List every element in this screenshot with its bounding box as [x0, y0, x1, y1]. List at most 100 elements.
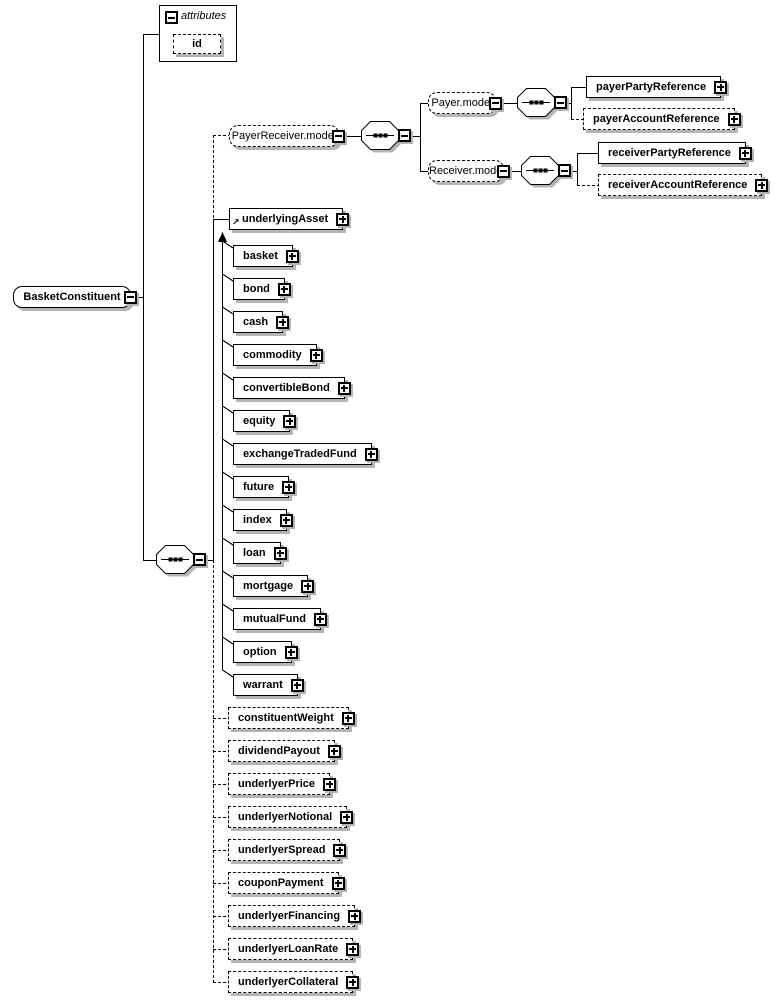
- expand-icon[interactable]: [727, 112, 741, 126]
- attributes-label: attributes: [181, 10, 227, 22]
- element-basket-constituent[interactable]: BasketConstituent: [13, 286, 137, 308]
- expand-icon[interactable]: [346, 942, 360, 956]
- element-underlyingAsset[interactable]: ↗ underlyingAsset: [229, 208, 350, 230]
- element-underlyerPrice[interactable]: underlyerPrice: [228, 773, 337, 795]
- group-label: Receiver.model: [429, 165, 505, 177]
- sequence-icon: [521, 156, 562, 188]
- expand-icon[interactable]: [336, 212, 350, 226]
- element-label: dividendPayout: [238, 745, 320, 757]
- expand-icon[interactable]: [337, 381, 351, 395]
- sequence-indicator: [361, 121, 417, 157]
- element-dividendPayout[interactable]: dividendPayout: [228, 740, 341, 762]
- collapse-icon[interactable]: [497, 164, 510, 178]
- attribute-id-label: id: [192, 38, 202, 50]
- expand-icon[interactable]: [364, 447, 378, 461]
- element-label: couponPayment: [238, 877, 324, 889]
- collapse-icon[interactable]: [554, 96, 567, 109]
- element-label: underlyerLoanRate: [238, 943, 339, 955]
- element-option[interactable]: option: [233, 641, 298, 663]
- element-label: mortgage: [243, 580, 294, 592]
- expand-icon[interactable]: [284, 645, 298, 659]
- element-label: constituentWeight: [238, 712, 334, 724]
- group-receiver-model[interactable]: Receiver.model: [428, 160, 510, 182]
- group-payer-model[interactable]: Payer.model: [428, 92, 502, 114]
- element-label: receiverPartyReference: [608, 147, 731, 159]
- collapse-icon[interactable]: [489, 96, 502, 110]
- element-mutualFund[interactable]: mutualFund: [233, 608, 327, 630]
- expand-icon[interactable]: [277, 282, 291, 296]
- attributes-box: attributes id: [159, 5, 237, 62]
- expand-icon[interactable]: [290, 678, 304, 692]
- element-underlyerNotional[interactable]: underlyerNotional: [228, 806, 354, 828]
- element-future[interactable]: future: [233, 476, 296, 498]
- element-underlyerLoanRate[interactable]: underlyerLoanRate: [228, 938, 360, 960]
- element-equity[interactable]: equity: [233, 410, 297, 432]
- expand-icon[interactable]: [341, 711, 355, 725]
- element-loan[interactable]: loan: [233, 542, 287, 564]
- element-warrant[interactable]: warrant: [233, 674, 304, 696]
- element-receiverAccountReference[interactable]: receiverAccountReference: [598, 174, 769, 196]
- element-cash[interactable]: cash: [233, 311, 290, 333]
- element-label: payerPartyReference: [596, 81, 707, 93]
- expand-icon[interactable]: [714, 80, 728, 94]
- element-payerPartyReference[interactable]: payerPartyReference: [586, 76, 728, 98]
- collapse-icon[interactable]: [165, 11, 178, 24]
- element-label: cash: [243, 316, 269, 328]
- element-underlyerCollateral[interactable]: underlyerCollateral: [228, 971, 360, 993]
- expand-icon[interactable]: [331, 876, 345, 890]
- expand-icon[interactable]: [346, 975, 360, 989]
- expand-icon[interactable]: [323, 777, 337, 791]
- element-label: option: [243, 646, 277, 658]
- sequence-indicator: [517, 88, 573, 124]
- element-underlyerFinancing[interactable]: underlyerFinancing: [228, 905, 362, 927]
- element-label: underlyingAsset: [242, 213, 329, 225]
- element-label: underlyerCollateral: [238, 976, 339, 988]
- group-payer-receiver-model[interactable]: PayerReceiver.model: [229, 125, 345, 147]
- sequence-icon: [156, 545, 197, 577]
- element-receiverPartyReference[interactable]: receiverPartyReference: [598, 142, 752, 164]
- element-bond[interactable]: bond: [233, 278, 291, 300]
- substitution-arrow-icon: ↗: [232, 217, 240, 227]
- expand-icon[interactable]: [273, 546, 287, 560]
- element-label: index: [243, 514, 272, 526]
- element-couponPayment[interactable]: couponPayment: [228, 872, 345, 894]
- collapse-icon[interactable]: [332, 129, 345, 143]
- expand-icon[interactable]: [327, 744, 341, 758]
- attribute-id[interactable]: id: [173, 34, 221, 54]
- collapse-icon[interactable]: [124, 290, 137, 304]
- collapse-icon[interactable]: [558, 164, 571, 177]
- expand-icon[interactable]: [279, 513, 293, 527]
- expand-icon[interactable]: [340, 810, 354, 824]
- expand-icon[interactable]: [313, 612, 327, 626]
- element-label: warrant: [243, 679, 283, 691]
- substitution-group-connector: [218, 232, 234, 678]
- element-exchangeTradedFund[interactable]: exchangeTradedFund: [233, 443, 378, 465]
- expand-icon[interactable]: [283, 414, 297, 428]
- dashed-connectors: [213, 119, 599, 983]
- expand-icon[interactable]: [276, 315, 290, 329]
- element-constituentWeight[interactable]: constituentWeight: [228, 707, 355, 729]
- element-basket[interactable]: basket: [233, 245, 299, 267]
- element-commodity[interactable]: commodity: [233, 344, 323, 366]
- collapse-icon[interactable]: [193, 553, 206, 566]
- expand-icon[interactable]: [282, 480, 296, 494]
- element-label: underlyerPrice: [238, 778, 316, 790]
- expand-icon[interactable]: [301, 579, 315, 593]
- element-mortgage[interactable]: mortgage: [233, 575, 315, 597]
- expand-icon[interactable]: [738, 146, 752, 160]
- element-label: convertibleBond: [243, 382, 330, 394]
- sequence-indicator: [521, 156, 577, 192]
- expand-icon[interactable]: [348, 909, 362, 923]
- element-label: mutualFund: [243, 613, 306, 625]
- expand-icon[interactable]: [309, 348, 323, 362]
- element-index[interactable]: index: [233, 509, 293, 531]
- expand-icon[interactable]: [755, 178, 769, 192]
- element-convertibleBond[interactable]: convertibleBond: [233, 377, 351, 399]
- expand-icon[interactable]: [285, 249, 299, 263]
- collapse-icon[interactable]: [398, 129, 411, 142]
- element-underlyerSpread[interactable]: underlyerSpread: [228, 839, 347, 861]
- solid-connectors: [136, 34, 599, 561]
- expand-icon[interactable]: [333, 843, 347, 857]
- element-payerAccountReference[interactable]: payerAccountReference: [583, 108, 741, 130]
